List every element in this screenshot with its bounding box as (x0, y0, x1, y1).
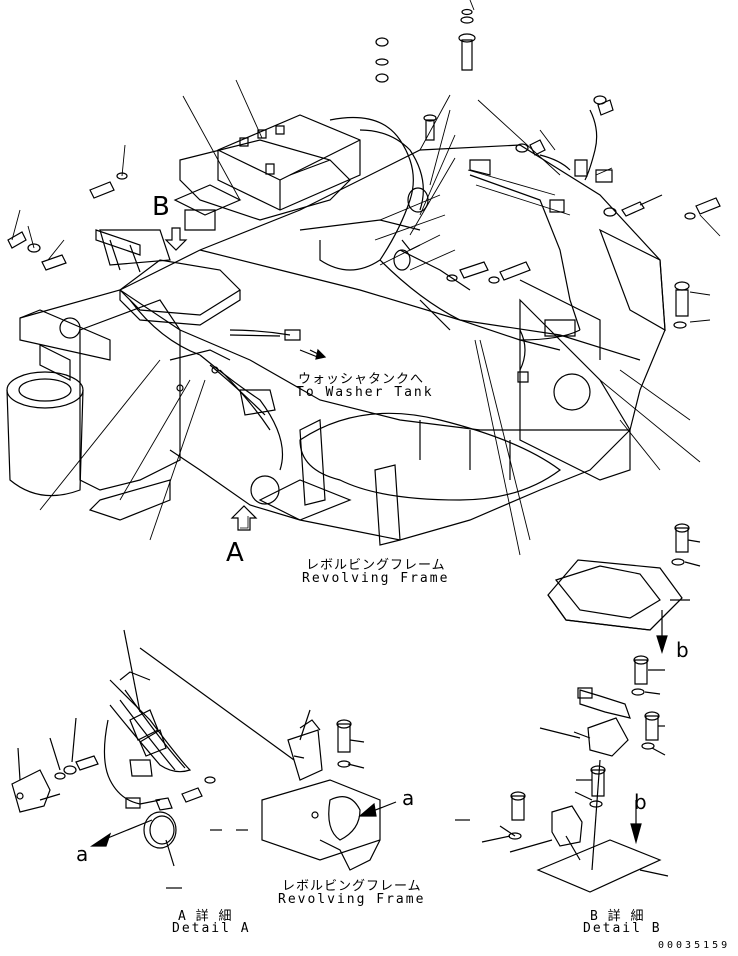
view-b-callout: B (152, 192, 170, 222)
detail-a (12, 630, 396, 888)
leader-lines (12, 0, 720, 555)
view-a-callout: A (226, 538, 244, 568)
view-arrows (166, 228, 325, 530)
detail-b-title-jp: B 詳 細 (590, 909, 645, 924)
part-number: 00035159 (658, 940, 731, 951)
detail-a-frame-label-en: Revolving Frame (278, 892, 426, 907)
washer-tank-label-jp: ウォッシャタンクへ (298, 372, 425, 387)
arrow-b-label: b (676, 638, 689, 662)
arrow-a-label: a (76, 842, 89, 866)
revolving-frame-label-en: Revolving Frame (302, 571, 450, 586)
arrow-b-detail-label: b (634, 790, 647, 814)
controller-box (120, 260, 240, 325)
detail-a-frame-label-jp: レボルビングフレーム (282, 879, 422, 894)
revolving-frame-label-jp: レボルビングフレーム (306, 558, 446, 573)
detail-b (455, 524, 700, 892)
detail-a-title-en: Detail A (172, 921, 251, 936)
washer-tank-label-en: To Washer Tank (296, 385, 434, 400)
battery (218, 115, 360, 210)
detail-b-title-en: Detail B (583, 921, 662, 936)
detail-a-title-jp: A 詳 細 (178, 909, 233, 924)
arrow-a-frame-label: a (402, 786, 415, 810)
revolving-frame (7, 140, 665, 545)
